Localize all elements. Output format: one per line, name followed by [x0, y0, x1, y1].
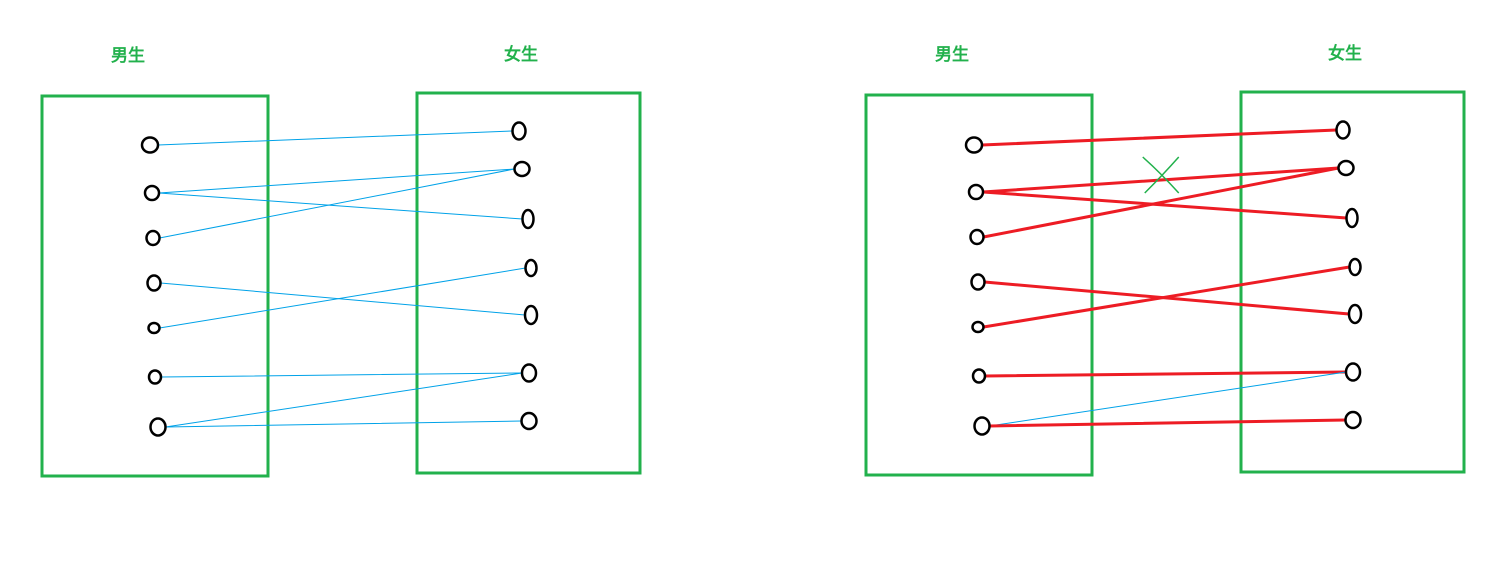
edge-line [158, 168, 515, 194]
right-vertex-node [513, 160, 531, 178]
left-set-box [864, 93, 1094, 477]
edge-line [983, 370, 1348, 378]
left-set-label: 男生 [111, 46, 145, 66]
left-vertex-node [146, 274, 162, 292]
edge-line [980, 128, 1338, 147]
right-vertex-node [523, 304, 539, 326]
edge-line [981, 190, 1348, 220]
edge-line [165, 372, 523, 428]
right-vertex-node [521, 208, 535, 230]
edge-line [165, 420, 522, 428]
left-vertex-node [149, 417, 167, 437]
diagram-initial-graph [40, 91, 642, 478]
edges-group [980, 128, 1351, 428]
right-vertex-node [1348, 257, 1362, 277]
left-vertex-node [971, 320, 985, 334]
left-vertex-node [147, 321, 161, 335]
left-vertex-node [967, 183, 985, 201]
right-vertex-node [524, 258, 538, 278]
edge-line [157, 130, 513, 146]
left-vertex-node [143, 184, 161, 202]
right-vertex-node [511, 121, 527, 141]
nodes-group [964, 120, 1363, 436]
right-vertex-node [520, 411, 538, 431]
right-set-label: 女生 [504, 45, 538, 65]
right-vertex-node [1335, 120, 1351, 140]
edges-group [157, 130, 526, 428]
right-vertex-node [520, 363, 538, 383]
right-vertex-node [1337, 159, 1355, 177]
right-vertex-node [1345, 207, 1359, 229]
edge-line [982, 265, 1351, 329]
left-vertex-node [973, 416, 991, 436]
left-vertex-node [147, 369, 163, 385]
left-vertex-node [145, 229, 161, 247]
right-set-box [415, 91, 642, 475]
left-set-box [40, 94, 270, 478]
left-set-label: 男生 [935, 45, 969, 65]
left-vertex-node [140, 136, 160, 154]
edge-line [160, 372, 523, 378]
right-vertex-node [1344, 410, 1362, 430]
edge-line [158, 192, 523, 220]
cross-marks-group [1142, 156, 1180, 194]
edge-line [988, 418, 1347, 428]
diagram-matching-result [864, 90, 1466, 477]
edge-line [982, 166, 1340, 239]
right-set-box [1239, 90, 1466, 474]
edge-line [159, 168, 515, 239]
edge-line [989, 371, 1347, 427]
left-vertex-node [971, 368, 987, 384]
edge-line [159, 267, 526, 329]
left-vertex-node [964, 136, 984, 154]
edge-line [160, 282, 526, 316]
left-vertex-node [969, 228, 985, 246]
right-vertex-node [1344, 362, 1362, 382]
edge-line [981, 166, 1340, 194]
right-vertex-node [1347, 303, 1363, 325]
cross-out-mark [1142, 156, 1180, 194]
left-vertex-node [970, 273, 986, 291]
right-set-label: 女生 [1328, 44, 1362, 64]
nodes-group [140, 121, 539, 437]
